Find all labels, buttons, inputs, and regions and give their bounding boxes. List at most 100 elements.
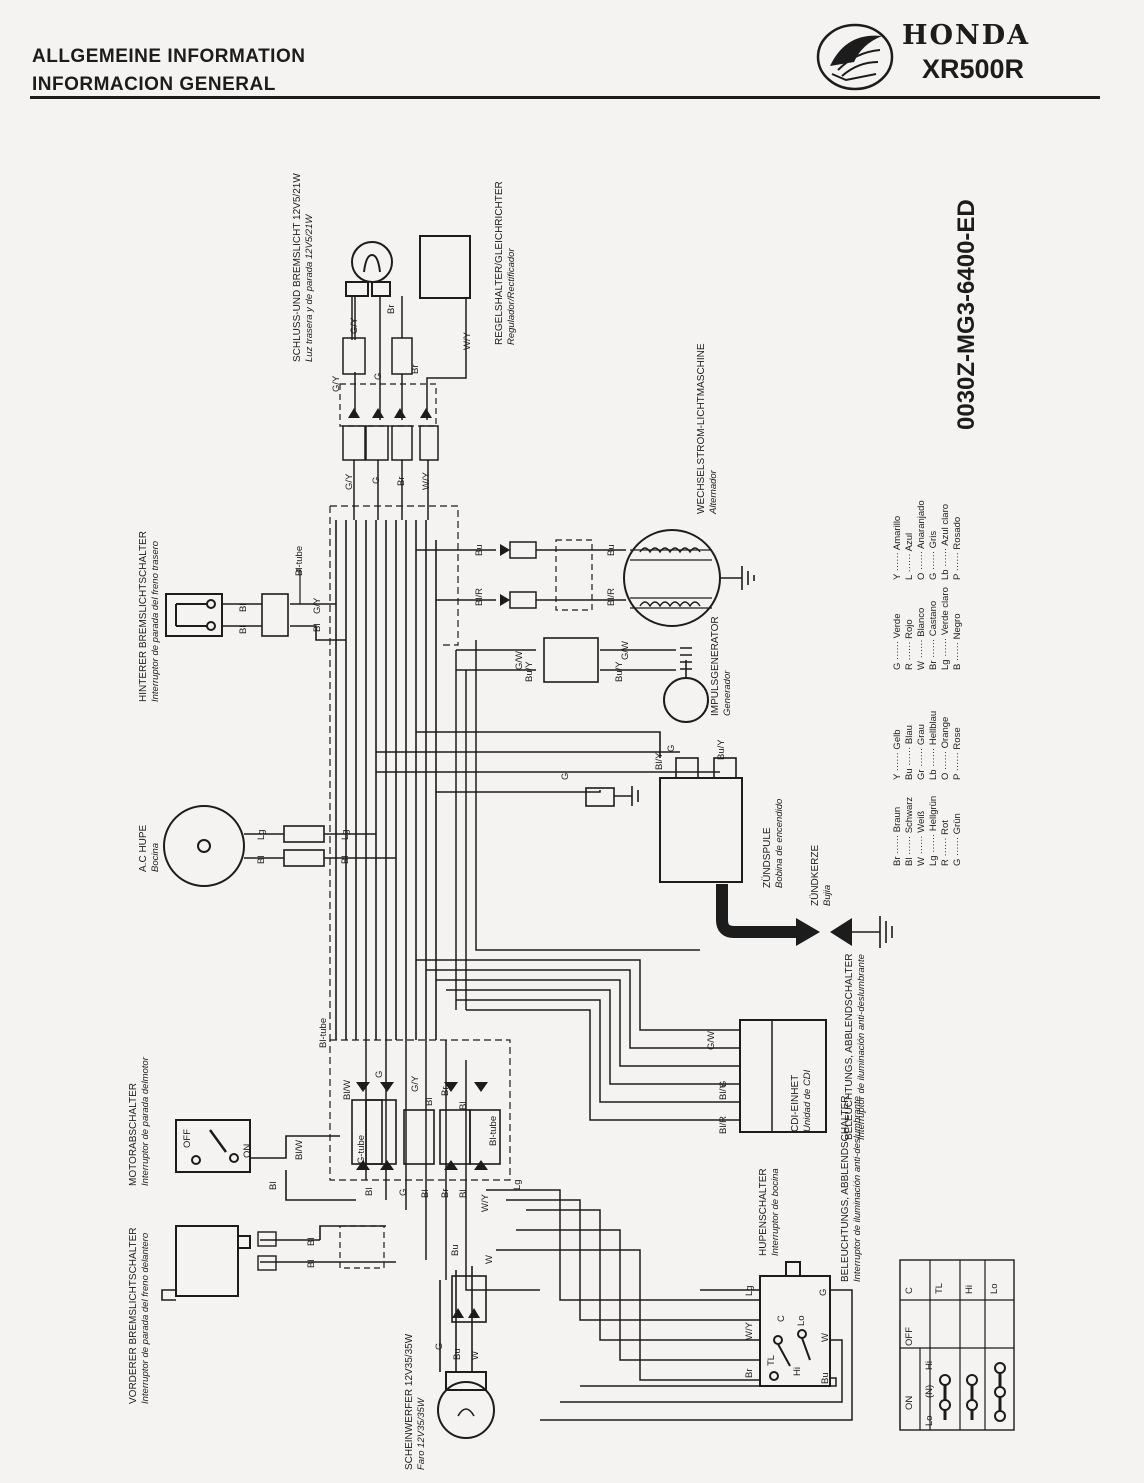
horn-icon	[163, 805, 245, 887]
wire-label: G/Y	[312, 597, 323, 614]
wire-label: W/Y	[421, 472, 432, 490]
wire-label: Br	[386, 304, 397, 315]
wire-label: Bl/R	[606, 588, 617, 606]
wire-label: G/Y	[349, 317, 360, 334]
wire-label: Bl	[268, 1181, 279, 1190]
wire-label: TL	[766, 1354, 777, 1366]
regulator-box-icon	[419, 235, 471, 299]
pulse-generator-icon	[663, 647, 709, 723]
switch-table-header-c: C	[904, 1287, 915, 1294]
wire-label: W/Y	[480, 1194, 491, 1212]
engine-switch-off-label: OFF	[182, 1129, 193, 1148]
wire-label: Bl/Y	[718, 1082, 729, 1100]
wire-label: G/Y	[410, 1075, 421, 1092]
wire-label: G/W	[620, 641, 631, 660]
headlight-icon	[437, 1371, 495, 1439]
wire-label: W/Y	[462, 332, 473, 350]
wire-label: Lg	[256, 829, 267, 840]
ht-lead	[716, 884, 800, 938]
wire-label: Lg	[744, 1285, 755, 1296]
wire-label: Bl	[424, 1097, 435, 1106]
wire-label: G-tube	[356, 1134, 367, 1164]
wire-label: Bl/Y	[654, 752, 665, 770]
wire-label: Bl-tube	[294, 545, 305, 576]
switch-table-sub-n: (N)	[924, 1384, 935, 1398]
wire-label: Hi	[792, 1367, 803, 1376]
engine-switch-on-label: ON	[242, 1143, 253, 1158]
wire-label: Bl	[312, 623, 323, 632]
alternator-icon	[623, 529, 755, 627]
wire-label: Bl	[238, 625, 249, 634]
wire-label: Bl-tube	[488, 1115, 499, 1146]
wire-label: G	[374, 1070, 385, 1078]
wire-label: Br	[410, 364, 421, 375]
wire-label: G/W	[706, 1031, 717, 1050]
wire-label: Bl	[238, 603, 249, 612]
wire-label: C	[776, 1315, 787, 1322]
header-line-spanish: INFORMACION GENERAL	[32, 74, 276, 95]
wire-label: G	[373, 372, 384, 380]
wire-label: W/Y	[744, 1322, 755, 1340]
wire-label: G/Y	[331, 375, 342, 392]
wire-label: Bl	[420, 1189, 431, 1198]
wire-label: Bu	[606, 544, 617, 556]
tail-light-bulb-icon	[345, 241, 393, 297]
wire-label: Lo	[796, 1315, 807, 1326]
wire-label: Br	[440, 1188, 451, 1199]
wire-label: Bl	[458, 1101, 469, 1110]
wire-label: Bl	[306, 1237, 317, 1246]
wire-label: Bu/Y	[524, 661, 535, 682]
rear-brake-switch-icon	[165, 593, 223, 637]
wire-label: G	[398, 1188, 409, 1196]
wire-label: Bu	[452, 1348, 463, 1360]
switch-table-header-lo: Lo	[989, 1283, 1000, 1294]
honda-wing-logo	[816, 23, 894, 91]
wire-label: G	[371, 476, 382, 484]
wire-label: Br	[396, 476, 407, 487]
front-brake-switch-icon	[161, 1225, 251, 1301]
switch-table-header-hi: Hi	[964, 1285, 975, 1294]
switch-table-pos-on: ON	[904, 1395, 915, 1410]
header-rule	[30, 96, 1100, 99]
switch-table-sub-hi: Hi	[924, 1361, 935, 1370]
wire-label: Bl	[458, 1189, 469, 1198]
wire-label: Bl/R	[718, 1116, 729, 1134]
wire-label: Bl	[306, 1259, 317, 1268]
wire-label: Bl/W	[294, 1139, 305, 1160]
wire-label: Bl	[340, 855, 351, 864]
engine-stop-switch-icon	[175, 1119, 251, 1173]
switch-table-pos-off: OFF	[904, 1327, 915, 1346]
wire-label: W	[484, 1255, 495, 1264]
brand-name: HONDA	[902, 20, 1031, 51]
wire-label: Bl/W	[342, 1079, 353, 1100]
wire-label: Bu/Y	[716, 739, 727, 760]
wire-label: G/Y	[344, 473, 355, 490]
wire-label: G	[818, 1288, 829, 1296]
wire-label: Bl-tube	[318, 1017, 329, 1048]
wire-label: Bl/R	[474, 588, 485, 606]
wire-label: Bl	[364, 1187, 375, 1196]
wire-label: Bu/Y	[614, 661, 625, 682]
wire-label: W	[820, 1333, 831, 1342]
wire-label: Bu	[820, 1372, 831, 1384]
wire-label: W	[470, 1351, 481, 1360]
wire-label: G	[666, 744, 677, 752]
wire-label: Bu	[450, 1244, 461, 1256]
